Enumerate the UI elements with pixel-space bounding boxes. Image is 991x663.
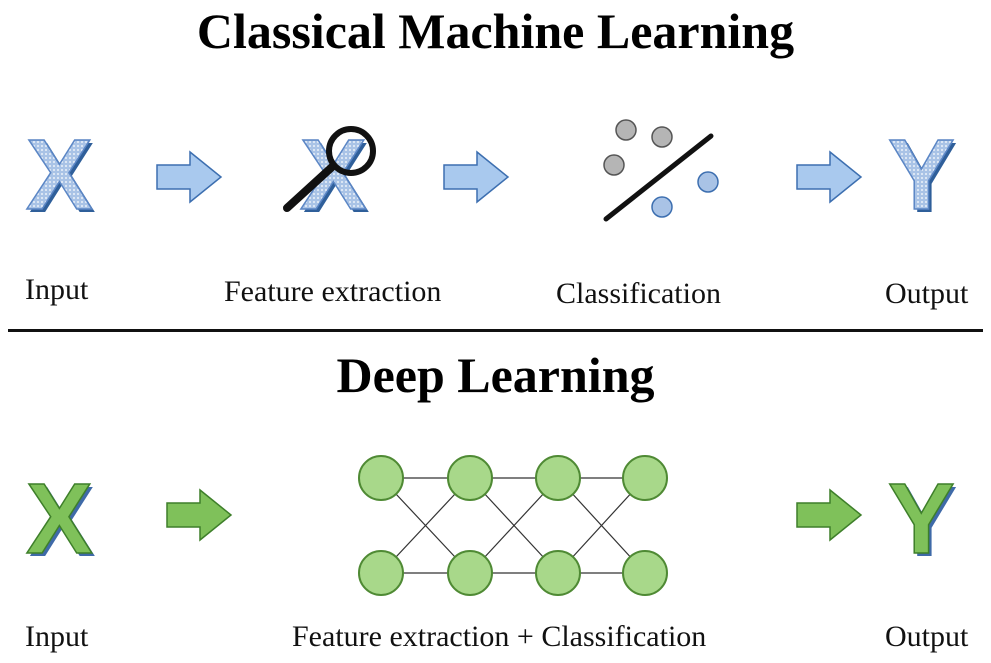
- classical-input-label: Input: [25, 273, 89, 306]
- network-node: [622, 455, 668, 501]
- network-node: [535, 455, 581, 501]
- magnifying-glass-icon: [283, 126, 376, 212]
- class-b-point: [651, 196, 673, 218]
- classical-arrow-3-icon: [796, 150, 863, 204]
- deep-learning-title: Deep Learning: [336, 347, 655, 403]
- classical-output-label: Output: [885, 277, 969, 310]
- svg-text:Y: Y: [888, 119, 955, 231]
- deep-arrow-2-icon: [796, 488, 863, 542]
- deep-input-label: Input: [25, 620, 89, 653]
- network-node: [447, 455, 493, 501]
- svg-text:Y: Y: [891, 466, 958, 578]
- svg-text:X: X: [29, 466, 96, 578]
- section-divider: [8, 329, 983, 332]
- class-a-point: [651, 126, 673, 148]
- deep-arrow-1-icon: [166, 488, 233, 542]
- class-b-point: [697, 171, 719, 193]
- classical-output-y-icon: Y Y: [887, 118, 958, 234]
- deep-input-x-icon: X X: [25, 462, 96, 578]
- classification-scatter-icon: [603, 119, 719, 222]
- svg-text:Y: Y: [891, 122, 958, 234]
- svg-text:X: X: [26, 119, 93, 231]
- network-node: [358, 455, 404, 501]
- network-node: [622, 550, 668, 596]
- classification-label: Classification: [556, 277, 721, 310]
- deep-output-y-icon: Y Y: [887, 462, 958, 578]
- classical-arrow-1-icon: [156, 150, 223, 204]
- neural-network-icon: [358, 455, 668, 596]
- class-a-point: [615, 119, 637, 141]
- classical-arrow-2-icon: [443, 150, 510, 204]
- class-a-point: [603, 154, 625, 176]
- classical-ml-title: Classical Machine Learning: [196, 3, 795, 59]
- network-node: [358, 550, 404, 596]
- deep-output-label: Output: [885, 620, 969, 653]
- network-node: [535, 550, 581, 596]
- classical-input-x-icon: X X: [25, 118, 96, 234]
- svg-text:Y: Y: [888, 463, 955, 575]
- network-node: [447, 550, 493, 596]
- decision-boundary-line: [603, 133, 714, 222]
- svg-text:X: X: [29, 122, 96, 234]
- feature-extraction-label: Feature extraction: [224, 275, 442, 308]
- svg-text:X: X: [26, 463, 93, 575]
- combined-stage-label: Feature extraction + Classification: [292, 620, 707, 653]
